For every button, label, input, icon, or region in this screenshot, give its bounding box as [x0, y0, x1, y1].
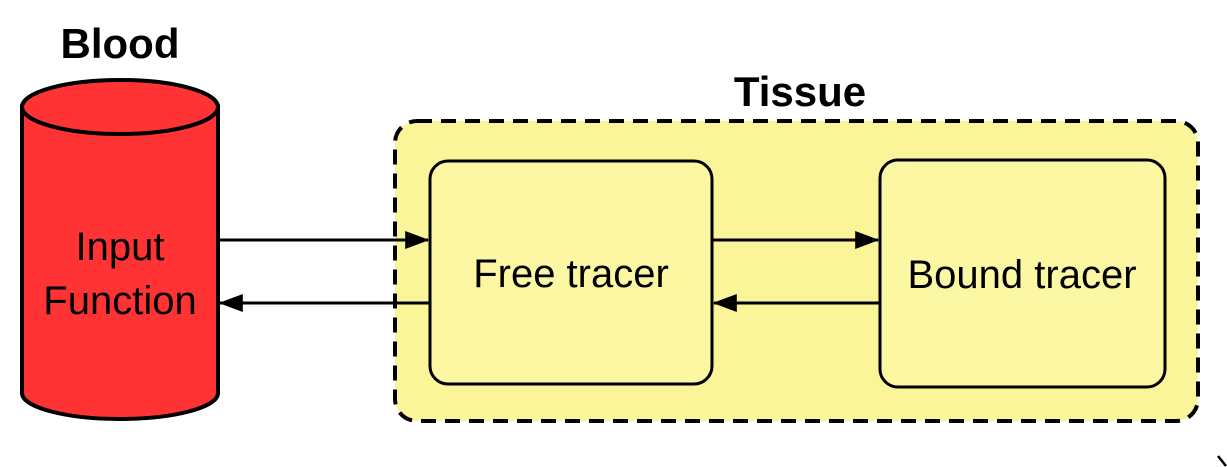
bound-tracer-label: Bound tracer [907, 253, 1136, 297]
input-function-label-line2: Function [43, 279, 196, 323]
free-tracer-box [428, 159, 714, 386]
bound-tracer-box [878, 158, 1167, 389]
input-function-label-line1: Input [76, 225, 165, 269]
corner-mark [1217, 455, 1227, 467]
blood-cylinder-top [20, 78, 220, 136]
free-tracer-label: Free tracer [473, 252, 669, 296]
tissue-title: Tissue [734, 68, 866, 115]
blood-title: Blood [61, 20, 180, 67]
blood-cylinder-body [20, 105, 220, 421]
